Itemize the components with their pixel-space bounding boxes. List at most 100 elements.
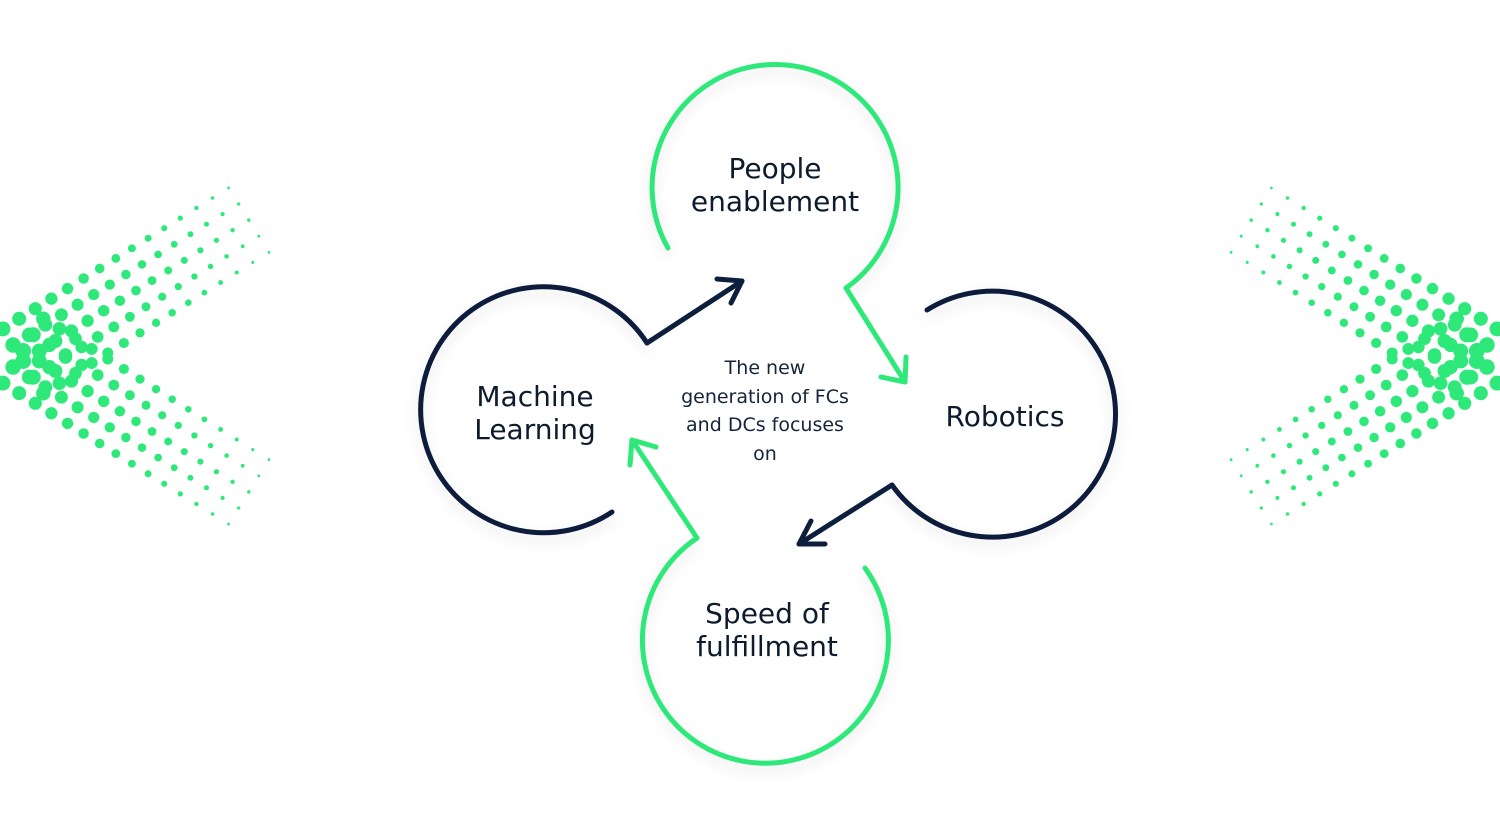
center-line-3: and DCs focuses bbox=[686, 414, 844, 436]
halftone-dot bbox=[1453, 343, 1469, 359]
halftone-dot bbox=[1458, 396, 1472, 410]
halftone-dot bbox=[104, 279, 115, 290]
halftone-dot bbox=[234, 437, 239, 442]
halftone-dot bbox=[1333, 411, 1342, 420]
halftone-dot bbox=[137, 443, 147, 452]
halftone-dot bbox=[71, 401, 84, 414]
machine-learning-circle bbox=[418, 284, 650, 536]
halftone-dot bbox=[154, 453, 162, 462]
halftone-dot bbox=[131, 416, 141, 427]
halftone-dot bbox=[1395, 263, 1406, 274]
arrow-robotics-to-speed-icon bbox=[796, 482, 895, 547]
halftone-dot bbox=[1432, 390, 1446, 404]
halftone-dot bbox=[161, 225, 168, 232]
halftone-dot bbox=[118, 363, 129, 375]
robotics-line-1: Robotics bbox=[945, 400, 1065, 433]
halftone-dot bbox=[1322, 464, 1330, 472]
people-enablement-label: People enablement bbox=[660, 152, 890, 218]
halftone-dot bbox=[234, 270, 239, 275]
halftone-dot bbox=[168, 309, 176, 317]
halftone-dot bbox=[158, 411, 167, 420]
halftone-dot bbox=[1301, 501, 1306, 507]
halftone-dot bbox=[81, 385, 94, 398]
halftone-dot bbox=[1349, 400, 1359, 410]
halftone-dot bbox=[1333, 292, 1342, 301]
halftone-dot bbox=[15, 353, 32, 369]
halftone-dot bbox=[1386, 347, 1398, 359]
halftone-dot bbox=[54, 308, 68, 322]
halftone-dot bbox=[1379, 449, 1389, 458]
halftone-dot bbox=[1338, 250, 1346, 259]
halftone-dot bbox=[1280, 469, 1287, 475]
halftone-dot bbox=[1369, 269, 1379, 280]
robotics-circle bbox=[889, 288, 1119, 540]
halftone-dot bbox=[69, 366, 82, 380]
halftone-dot bbox=[1302, 432, 1309, 439]
halftone-dot bbox=[1270, 186, 1273, 190]
halftone-dot bbox=[1301, 205, 1306, 211]
halftone-dot bbox=[1239, 474, 1243, 478]
halftone-dot bbox=[54, 390, 68, 404]
halftone-dot bbox=[1489, 321, 1500, 337]
halftone-dot bbox=[108, 321, 120, 333]
halftone-dot bbox=[45, 292, 58, 305]
halftone-dot bbox=[1343, 276, 1353, 285]
people-enablement-line-2: enablement bbox=[690, 185, 860, 219]
halftone-dot bbox=[1463, 327, 1479, 343]
halftone-dot bbox=[1296, 247, 1303, 254]
halftone-dot bbox=[1296, 458, 1303, 465]
halftone-dot bbox=[52, 376, 67, 391]
machine-learning-line-1: Machine bbox=[476, 380, 594, 413]
halftone-dot bbox=[1411, 273, 1422, 284]
halftone-dot bbox=[135, 374, 145, 384]
halftone-dot bbox=[1317, 491, 1323, 497]
halftone-dot bbox=[158, 292, 167, 301]
halftone-dot bbox=[1271, 254, 1276, 259]
halftone-dot bbox=[207, 263, 214, 270]
halftone-dot bbox=[1473, 386, 1488, 401]
halftone-dot bbox=[12, 386, 27, 401]
halftone-dot bbox=[1400, 411, 1412, 423]
halftone-dot bbox=[224, 254, 229, 259]
halftone-dot bbox=[174, 421, 182, 430]
halftone-dot bbox=[240, 244, 245, 249]
halftone-dot bbox=[1290, 221, 1297, 227]
halftone-dot bbox=[0, 321, 11, 337]
halftone-dot bbox=[124, 390, 135, 401]
halftone-dot bbox=[1406, 314, 1419, 327]
halftone-dot bbox=[94, 438, 105, 449]
halftone-dot bbox=[267, 251, 271, 254]
halftone-dot bbox=[5, 337, 21, 353]
halftone-dot bbox=[164, 437, 173, 446]
halftone-dot bbox=[111, 449, 121, 458]
halftone-dot bbox=[114, 406, 126, 417]
halftone-dot bbox=[230, 228, 235, 233]
halftone-dot bbox=[1432, 308, 1446, 322]
halftone-dot bbox=[251, 448, 255, 452]
halftone-dot bbox=[1353, 260, 1363, 269]
halftone-dot bbox=[91, 331, 104, 343]
halftone-dot bbox=[1442, 292, 1455, 305]
halftone-dot bbox=[237, 506, 241, 510]
halftone-dot bbox=[240, 463, 245, 468]
halftone-dot bbox=[1479, 337, 1495, 353]
halftone-dot bbox=[118, 337, 129, 349]
halftone-dot bbox=[1306, 231, 1313, 238]
halftone-dot bbox=[88, 289, 100, 301]
halftone-dot bbox=[78, 273, 89, 284]
halftone-dot bbox=[1396, 369, 1409, 381]
halftone-dot bbox=[1324, 309, 1332, 317]
halftone-dot bbox=[1364, 459, 1373, 468]
halftone-dot bbox=[1276, 280, 1282, 286]
halftone-dot bbox=[257, 234, 261, 238]
halftone-dot bbox=[121, 269, 131, 280]
halftone-dot bbox=[135, 328, 145, 338]
speed-line-1: Speed of bbox=[705, 597, 829, 630]
halftone-dot bbox=[85, 357, 98, 370]
halftone-dot bbox=[1302, 273, 1309, 280]
halftone-dot bbox=[218, 426, 224, 432]
halftone-dot bbox=[1443, 359, 1458, 375]
halftone-dot bbox=[137, 260, 147, 269]
machine-learning-line-2: Learning bbox=[474, 413, 596, 447]
halftone-dot bbox=[141, 400, 151, 410]
